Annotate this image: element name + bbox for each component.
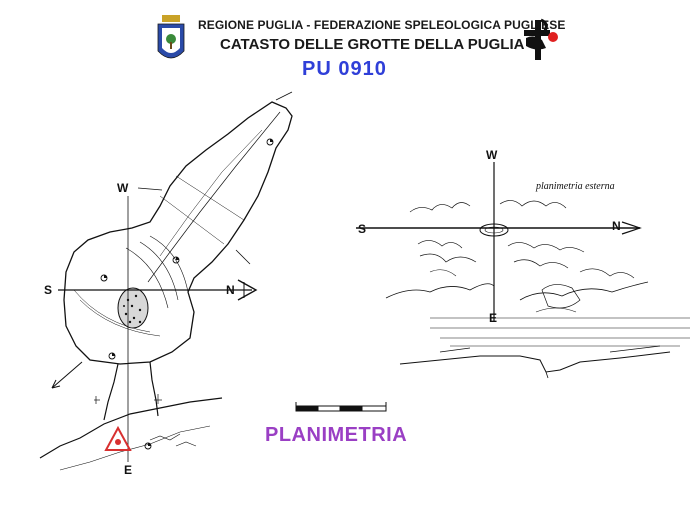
header-catalog-title: CATASTO DELLE GROTTE DELLA PUGLIA xyxy=(220,36,525,53)
header-federation-title: REGIONE PUGLIA - FEDERAZIONE SPELEOLOGIC… xyxy=(198,18,566,32)
left-compass-s: S xyxy=(44,283,52,297)
right-compass-s: S xyxy=(358,222,366,236)
left-cave-plan xyxy=(39,91,293,471)
scale-bar xyxy=(295,402,387,412)
cave-code: PU 0910 xyxy=(302,58,387,80)
left-compass-e: E xyxy=(124,463,132,477)
region-puglia-crest-icon xyxy=(157,15,185,59)
planimetria-title: PLANIMETRIA xyxy=(265,424,408,446)
fsp-logo-icon xyxy=(524,18,558,60)
right-compass-w: W xyxy=(486,148,498,162)
right-compass-n: N xyxy=(612,219,621,233)
right-compass-e: E xyxy=(489,311,497,325)
entrance-triangle-icon xyxy=(104,425,132,451)
left-compass-n: N xyxy=(226,283,235,297)
right-plan-caption: planimetria esterna xyxy=(535,181,615,192)
right-external-plan xyxy=(356,162,690,379)
left-compass-w: W xyxy=(117,181,129,195)
